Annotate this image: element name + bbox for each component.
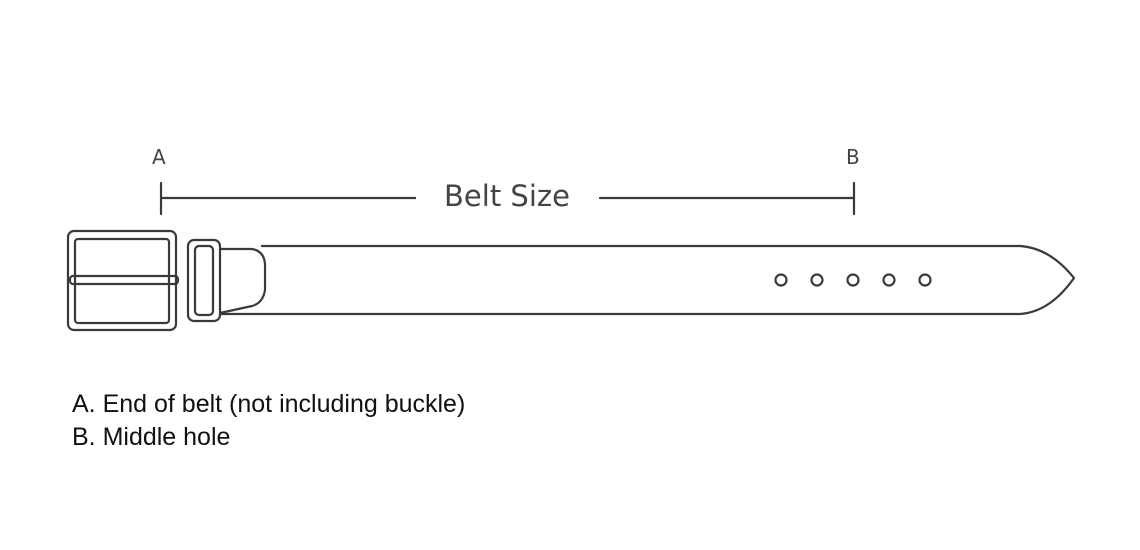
buckle-icon — [66, 229, 180, 332]
legend-item-a: A. End of belt (not including buckle) — [72, 390, 466, 418]
buckle-frame-inner — [73, 237, 171, 325]
belt-hole — [882, 273, 896, 287]
dimension-line — [159, 181, 856, 216]
buckle-frame-outer — [66, 229, 178, 332]
belt-strap — [218, 244, 1076, 316]
marker-a-label: A — [152, 145, 166, 169]
belt-strap-end — [218, 247, 267, 315]
marker-b-label: B — [846, 145, 860, 169]
buckle-prong — [68, 274, 180, 286]
belt-hole — [774, 273, 788, 287]
belt-hole — [918, 273, 932, 287]
belt-size-label: Belt Size — [416, 178, 598, 214]
belt-hole — [810, 273, 824, 287]
belt-keeper-icon — [186, 238, 222, 323]
belt-holes — [774, 273, 932, 287]
keeper-inner — [193, 244, 215, 317]
keeper-outer — [186, 238, 222, 323]
belt-hole — [846, 273, 860, 287]
legend-item-b: B. Middle hole — [72, 423, 231, 451]
